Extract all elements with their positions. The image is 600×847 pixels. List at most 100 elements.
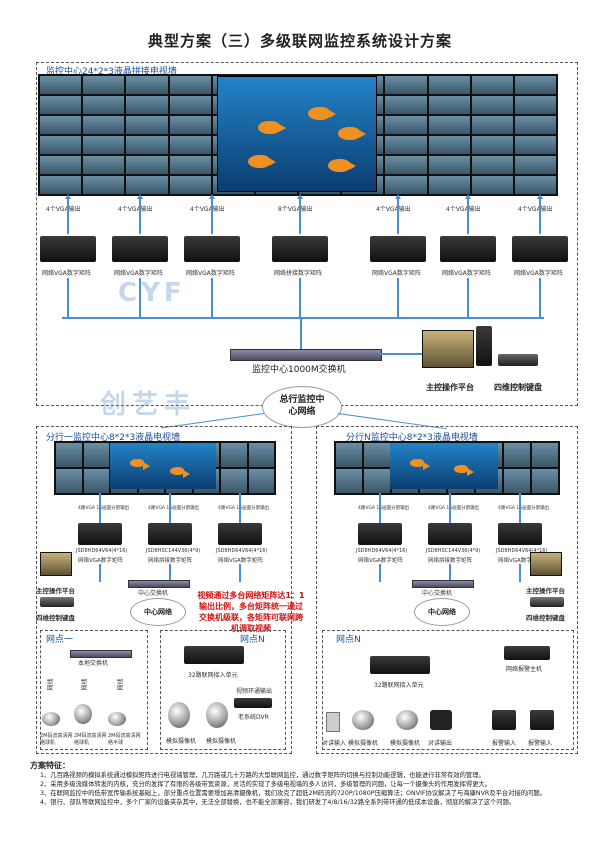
wall-tile [514, 76, 556, 94]
main-matrix-label: 网络VGA数字矩阵 [42, 270, 91, 277]
wall-tile [471, 116, 513, 134]
main-vga-link [299, 198, 301, 234]
wall-tile [504, 443, 530, 467]
branch_left-matrix-icon [78, 523, 122, 545]
wall-tile [471, 96, 513, 114]
main-keyboard-icon [498, 354, 538, 366]
branch_left-matrix-type: 网络VGA数字矩阵 [78, 558, 123, 564]
wall-tile [336, 443, 362, 467]
wall-tile [385, 176, 427, 194]
branch_right-matrix-model: JSD8HD64V64(4*16) [356, 548, 408, 554]
site1-link-label: 网线 [117, 678, 125, 691]
branch-left-label: 分行一监控中心8*2*3液晶电视墙 [46, 433, 181, 443]
up-arrow-icon [465, 194, 471, 199]
wall-tile [40, 116, 82, 134]
site1-camera-icon [42, 712, 60, 726]
main-matrix-drop [211, 278, 213, 318]
main-console-pc-icon [476, 326, 492, 366]
fish-icon [170, 467, 190, 478]
wall-tile [221, 443, 247, 467]
branch_right-net-cloud: 中心网络 [414, 598, 470, 626]
main-matrix-label: 网络VGA数字矩阵 [372, 270, 421, 277]
main-switch-to-console [380, 353, 422, 355]
fish-icon [454, 465, 474, 476]
site1-link-label: 网线 [47, 678, 55, 691]
main-center-label: 监控中心24*2*3液晶拼接电视墙 [46, 67, 177, 77]
main-matrix-icon [112, 236, 168, 262]
branch_right-net-label: 中心网络 [428, 608, 456, 616]
branch_right-output-link [379, 493, 381, 523]
wall-tile [40, 96, 82, 114]
main-matrix-icon [184, 236, 240, 262]
wall-tile [385, 76, 427, 94]
dvr-icon [234, 698, 272, 708]
right-siteN-alarm-host-label: 网络报警主机 [506, 666, 543, 673]
hub-network-label: 总行监控中心网络 [279, 395, 325, 417]
main-vga-output-label: 4个VGA输出 [376, 206, 411, 213]
analog-camera-icon [168, 702, 190, 728]
branch_right-matrix-drop [519, 564, 521, 582]
wall-tile [83, 443, 109, 467]
left-siteN-dvr-label: 老系统DVR [238, 714, 269, 721]
main-matrix-drop [67, 278, 69, 318]
wall-tile [471, 76, 513, 94]
analog-camera-icon [396, 710, 418, 730]
wall-tile [56, 443, 82, 467]
main-vga-link [397, 198, 399, 234]
branch-right-label: 分行N监控中心8*2*3液晶电视墙 [346, 433, 478, 443]
wall-tile [248, 469, 274, 493]
left-siteN-label: 网点N [240, 635, 265, 645]
wall-tile [83, 76, 125, 94]
note-item: 3、在联网监控中的低带宽传输系统基础上，部分重点位置需要增加高清摄像机，我们攻克… [40, 790, 546, 797]
alarm-host-icon [504, 646, 550, 660]
fish-icon [410, 459, 430, 470]
wall-tile [471, 136, 513, 154]
fish-icon [308, 107, 336, 120]
main-vga-output-label: 4个VGA输出 [190, 206, 225, 213]
page-title: 典型方案（三）多级联网监控系统设计方案 [147, 32, 452, 50]
branch_left-keyboard-icon [40, 597, 74, 607]
wall-tile [514, 96, 556, 114]
wall-tile [428, 96, 470, 114]
alarm-detector-icon [530, 710, 554, 730]
wall-tile [40, 136, 82, 154]
wall-tile [40, 76, 82, 94]
branch_left-console-monitor-icon [40, 552, 72, 576]
wall-tile [428, 156, 470, 174]
branch_right-output-link [519, 493, 521, 523]
branch_left-output-link [99, 493, 101, 523]
main-keyboard-label: 四维控制键盘 [494, 383, 542, 392]
wall-tile [385, 156, 427, 174]
main-vga-link [211, 198, 213, 234]
note-item: 2、采用多级流媒体转发的内核，充分的发挥了有限的各级带宽资源，灵活的实现了多级电… [40, 781, 492, 788]
right-siteN-frame [322, 630, 574, 750]
wall-tile [169, 76, 211, 94]
branch-right-frame [316, 426, 578, 754]
wall-tile [83, 176, 125, 194]
branch_left-matrix-drop [239, 564, 241, 582]
wall-tile [428, 176, 470, 194]
branch_left-matrix-model: JSD8HD64V64(4*16) [216, 548, 268, 554]
main-matrix-icon [512, 236, 568, 262]
branch_right-matrix-model: JSD8HD64V64(4*16) [496, 548, 548, 554]
branch-right-center-screen [390, 443, 498, 489]
wall-tile [126, 76, 168, 94]
wall-tile [169, 176, 211, 194]
wall-tile [83, 96, 125, 114]
branch_right-switch-icon [412, 580, 474, 588]
branch_right-output-label: 4路VGA 16画面分割输出 [498, 506, 550, 511]
branch_left-switch-label: 中心交换机 [138, 590, 169, 597]
left-siteN-dvr-link: 视频环通输出 [236, 688, 273, 695]
fish-icon [328, 159, 356, 172]
branch_right-matrix-icon [428, 523, 472, 545]
right-siteN-label: 网点N [336, 635, 361, 645]
main-matrix-label: 网络VGA数字矩阵 [114, 270, 163, 277]
wall-tile [428, 76, 470, 94]
wall-tile [126, 176, 168, 194]
branch_left-matrix-type: 网络拼接数字矩阵 [148, 558, 193, 564]
main-vga-link [539, 198, 541, 234]
branch_left-matrix-type: 网络VGA数字矩阵 [218, 558, 263, 564]
right-siteN-encoder-label: 32路联网接入单元 [374, 682, 424, 689]
wall-tile [40, 156, 82, 174]
wall-tile [385, 136, 427, 154]
